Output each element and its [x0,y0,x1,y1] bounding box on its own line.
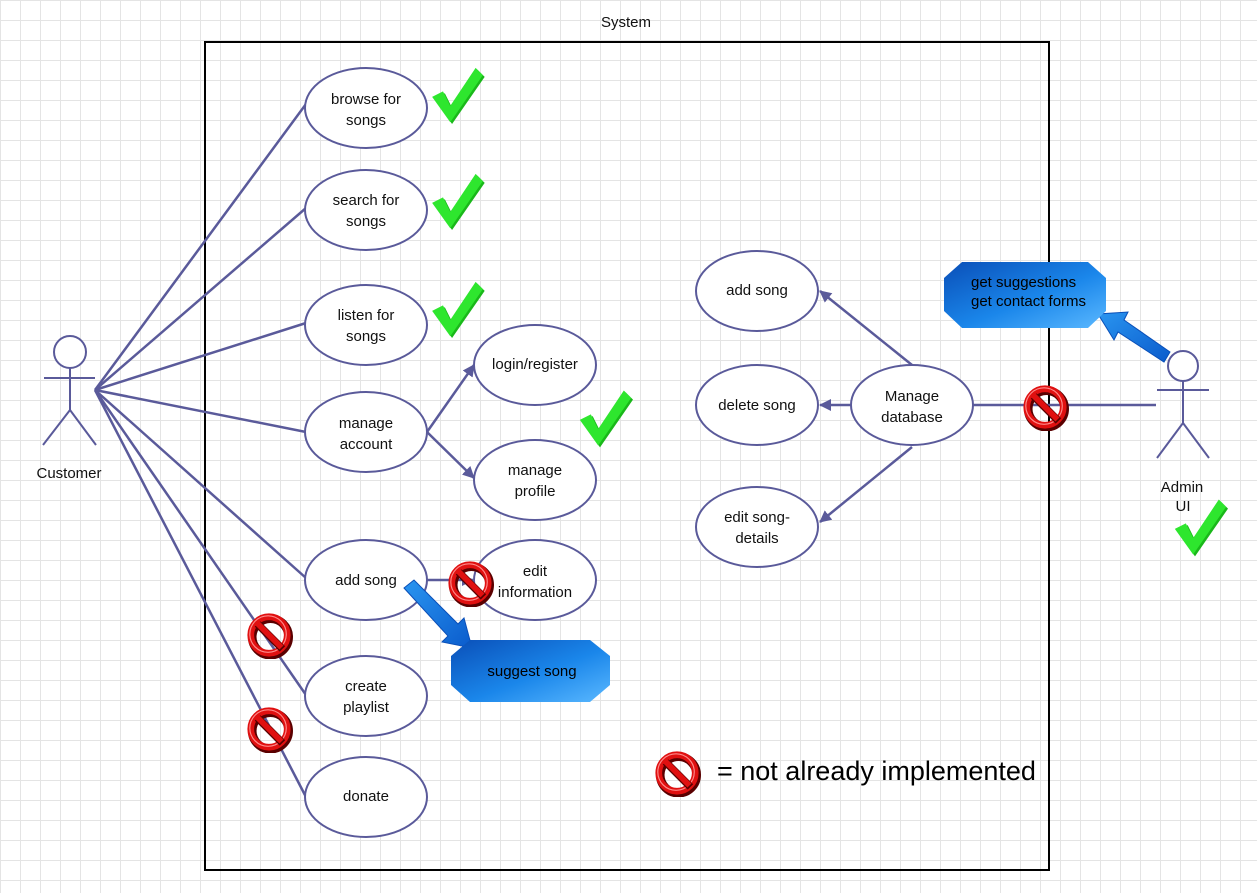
admin-callout [944,262,1106,328]
admin-callout-line1: get suggestions [971,274,1076,291]
check-icon-listen [432,281,485,338]
browse-label-1: browse for [331,91,401,108]
customer-actor [42,335,97,446]
use-case-manage-account: manage account [304,391,428,473]
legend-text: = not already implemented [717,756,1036,786]
suggest-arrow [403,579,473,649]
use-case-manage-profile: manage profile [473,439,597,521]
no-sign-icon-admin [1026,388,1065,427]
use-case-edit-information: edit information [473,539,597,621]
manage-profile-label-2: profile [515,483,556,500]
use-case-add-song-customer: add song [304,539,428,621]
use-case-login-register: login/register [473,324,597,406]
customer-associations [93,103,308,798]
edit-info-label-2: information [498,584,572,601]
login-register-label: login/register [492,356,578,373]
manage-database-label-1: Manage [885,388,939,405]
admin-callout-line2: get contact forms [971,293,1086,310]
listen-label-1: listen for [338,307,395,324]
use-case-listen-songs: listen for songs [304,284,428,366]
admin-callout-arrow [1097,311,1171,363]
check-icon-browse [432,67,485,124]
manage-account-label-2: account [340,436,393,453]
add-song-admin-label: add song [726,282,788,299]
use-case-search-songs: search for songs [304,169,428,251]
manage-database-label-2: database [881,409,943,426]
edit-song-details-label-1: edit song- [724,509,790,526]
use-case-create-playlist: create playlist [304,655,428,737]
donate-label: donate [343,788,389,805]
use-case-donate: donate [304,756,428,838]
edit-info-label-1: edit [523,563,548,580]
delete-song-label: delete song [718,397,796,414]
customer-label: Customer [36,465,101,482]
suggest-song-label: suggest song [487,663,576,680]
legend-no-sign-icon [658,754,697,793]
admin-label-1: Admin [1161,479,1204,496]
system-boundary [204,41,1050,871]
search-label-1: search for [333,192,400,209]
check-icon-search [432,173,485,230]
use-case-delete-song: delete song [695,364,819,446]
use-case-manage-database: Manage database [850,364,974,446]
admin-actor [1156,350,1210,459]
use-case-add-song-admin: add song [695,250,819,332]
manage-account-label-1: manage [339,415,393,432]
system-title: System [601,14,651,31]
listen-label-2: songs [346,328,386,345]
edit-song-details-label-2: details [735,530,778,547]
add-song-customer-label: add song [335,572,397,589]
admin-label-2: UI [1176,498,1191,515]
create-playlist-label-1: create [345,678,387,695]
no-sign-icon-create-playlist [250,616,289,655]
suggest-song-callout [451,640,610,702]
use-case-edit-song-details: edit song- details [695,486,819,568]
browse-label-2: songs [346,112,386,129]
check-icon-manage-profile [579,390,633,448]
search-label-2: songs [346,213,386,230]
no-sign-icon-donate [250,710,289,749]
create-playlist-label-2: playlist [343,699,390,716]
use-case-browse-songs: browse for songs [304,67,428,149]
manage-profile-label-1: manage [508,462,562,479]
